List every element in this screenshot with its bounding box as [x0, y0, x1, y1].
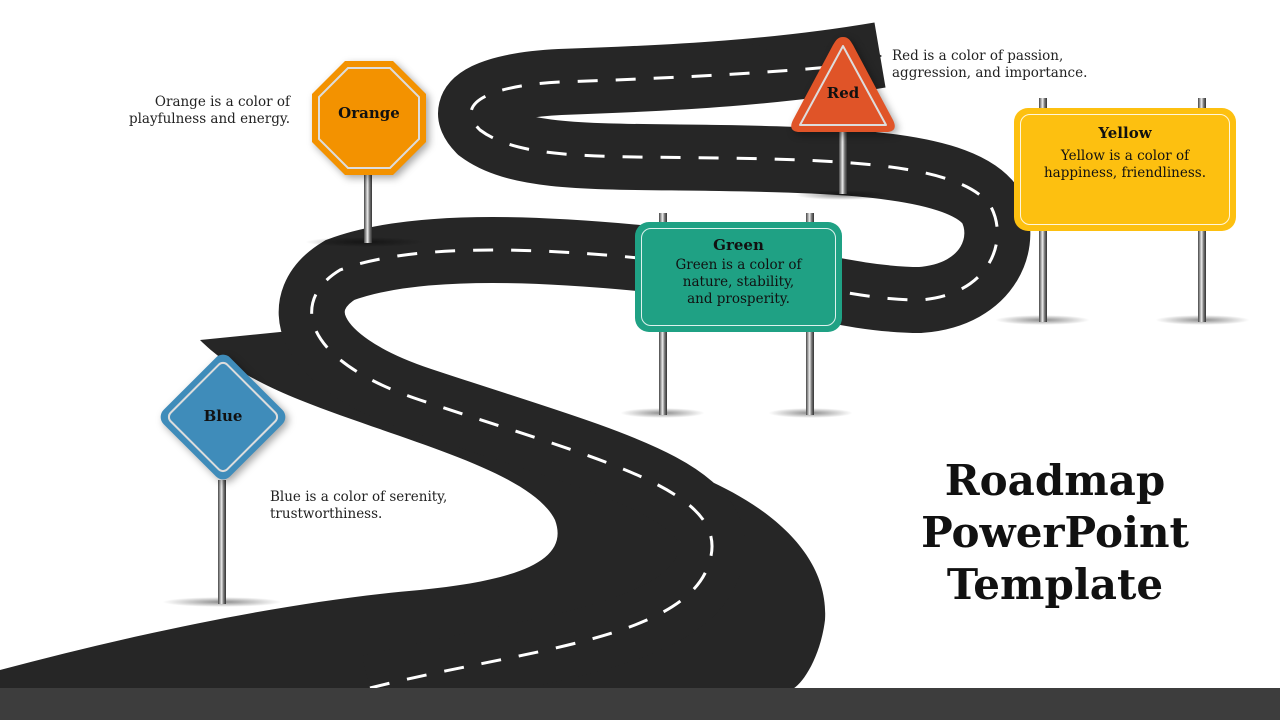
green-description: Green is a color of nature, stability, a… [635, 257, 842, 308]
yellow-description: Yellow is a color of happiness, friendli… [1014, 148, 1236, 182]
green-sign-label: Green [713, 236, 764, 254]
sign-pole [364, 175, 372, 243]
desc-line: Orange is a color of [154, 94, 290, 110]
sign-pole [218, 480, 226, 604]
orange-description: Orange is a color of playfulness and ene… [120, 94, 290, 128]
blue-sign-label: Blue [203, 407, 243, 425]
orange-sign-label: Orange [338, 104, 400, 122]
diamond-icon [160, 354, 286, 480]
road-lane-markings [310, 64, 999, 690]
desc-line: Green is a color of [675, 257, 802, 273]
red-triangle-sign: Red [788, 34, 898, 136]
desc-line: Red is a color of passion, [892, 48, 1064, 64]
desc-line: and prosperity. [687, 291, 790, 307]
desc-line: Yellow is a color of [1060, 148, 1190, 164]
board-inner-border [641, 228, 836, 326]
yellow-sign-label: Yellow [1098, 124, 1152, 142]
title-line: PowerPoint [921, 508, 1189, 557]
desc-line: nature, stability, [682, 274, 795, 290]
board-inner-border [1020, 114, 1230, 225]
blue-diamond-sign: Blue [144, 338, 302, 496]
pole-shadow [795, 190, 890, 200]
green-board-sign: Green Green is a color of nature, stabil… [635, 222, 842, 332]
desc-line: trustworthiness. [270, 506, 383, 522]
blue-description: Blue is a color of serenity, trustworthi… [270, 489, 490, 523]
sign-pole [839, 128, 847, 194]
red-description: Red is a color of passion, aggression, a… [892, 48, 1112, 82]
red-sign-label: Red [826, 84, 860, 102]
desc-line: aggression, and importance. [892, 65, 1088, 81]
yellow-board-sign: Yellow Yellow is a color of happiness, f… [1014, 108, 1236, 231]
title-line: Template [946, 560, 1164, 609]
desc-line: Blue is a color of serenity, [270, 489, 448, 505]
warning-triangle-icon [791, 37, 895, 132]
footer-bar [0, 688, 1280, 720]
orange-octagon-sign: Orange [311, 60, 427, 176]
desc-line: happiness, friendliness. [1043, 165, 1207, 181]
octagon-icon [312, 61, 426, 175]
desc-line: playfulness and energy. [128, 111, 290, 127]
title-line: Roadmap [944, 456, 1166, 505]
